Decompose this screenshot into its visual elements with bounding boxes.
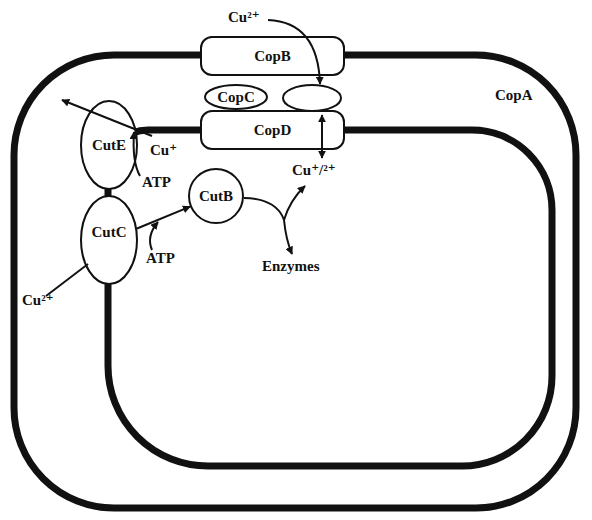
shape-outline [205, 85, 267, 109]
protein-name: CutC [91, 224, 126, 241]
protein-name: CutE [92, 137, 126, 154]
exchange-arrow [321, 115, 323, 158]
outer-membrane [14, 55, 576, 508]
efflux-arrow [62, 100, 152, 136]
protein-name: CopA [495, 87, 533, 104]
transport-arrow [137, 207, 190, 229]
transporter-ellipse: CutC [80, 195, 138, 285]
protein-ellipse: CopA [282, 84, 342, 112]
ion-label: Cu⁺/²⁺ [292, 162, 336, 179]
atp-label: ATP [142, 174, 171, 191]
shape-outline [80, 195, 138, 285]
protein-name: CopD [254, 122, 292, 139]
shape-outline [81, 196, 137, 284]
ion-label: Cu⁺ [150, 142, 177, 159]
shape-outline [283, 85, 341, 111]
protein-box: CopB [200, 36, 345, 76]
protein-ellipse: CopC [204, 84, 268, 110]
shape-outline [282, 84, 342, 112]
protein-box: CopD [200, 110, 345, 150]
protein-name: CutB [199, 188, 233, 205]
atp-arrow [150, 222, 158, 250]
protein-name: CopC [217, 89, 255, 106]
shape-outline [81, 101, 137, 189]
product-label: Enzymes [262, 258, 320, 275]
inner-membrane [108, 130, 552, 466]
atp-arrow [134, 132, 140, 176]
uptake-arrow [268, 20, 320, 84]
shape-outline [189, 169, 243, 223]
import-arrow [46, 264, 88, 296]
protein-name: CopB [254, 48, 291, 65]
transporter-ellipse: CutE [80, 100, 138, 190]
ion-label: Cu²⁺ [22, 292, 54, 309]
protein-circle: CutB [188, 168, 244, 224]
distribution-arrow [284, 186, 305, 220]
distribution-arrow [284, 220, 292, 254]
distribution-arrow [244, 198, 284, 220]
atp-label: ATP [146, 250, 175, 267]
ion-label: Cu²⁺ [228, 9, 260, 26]
